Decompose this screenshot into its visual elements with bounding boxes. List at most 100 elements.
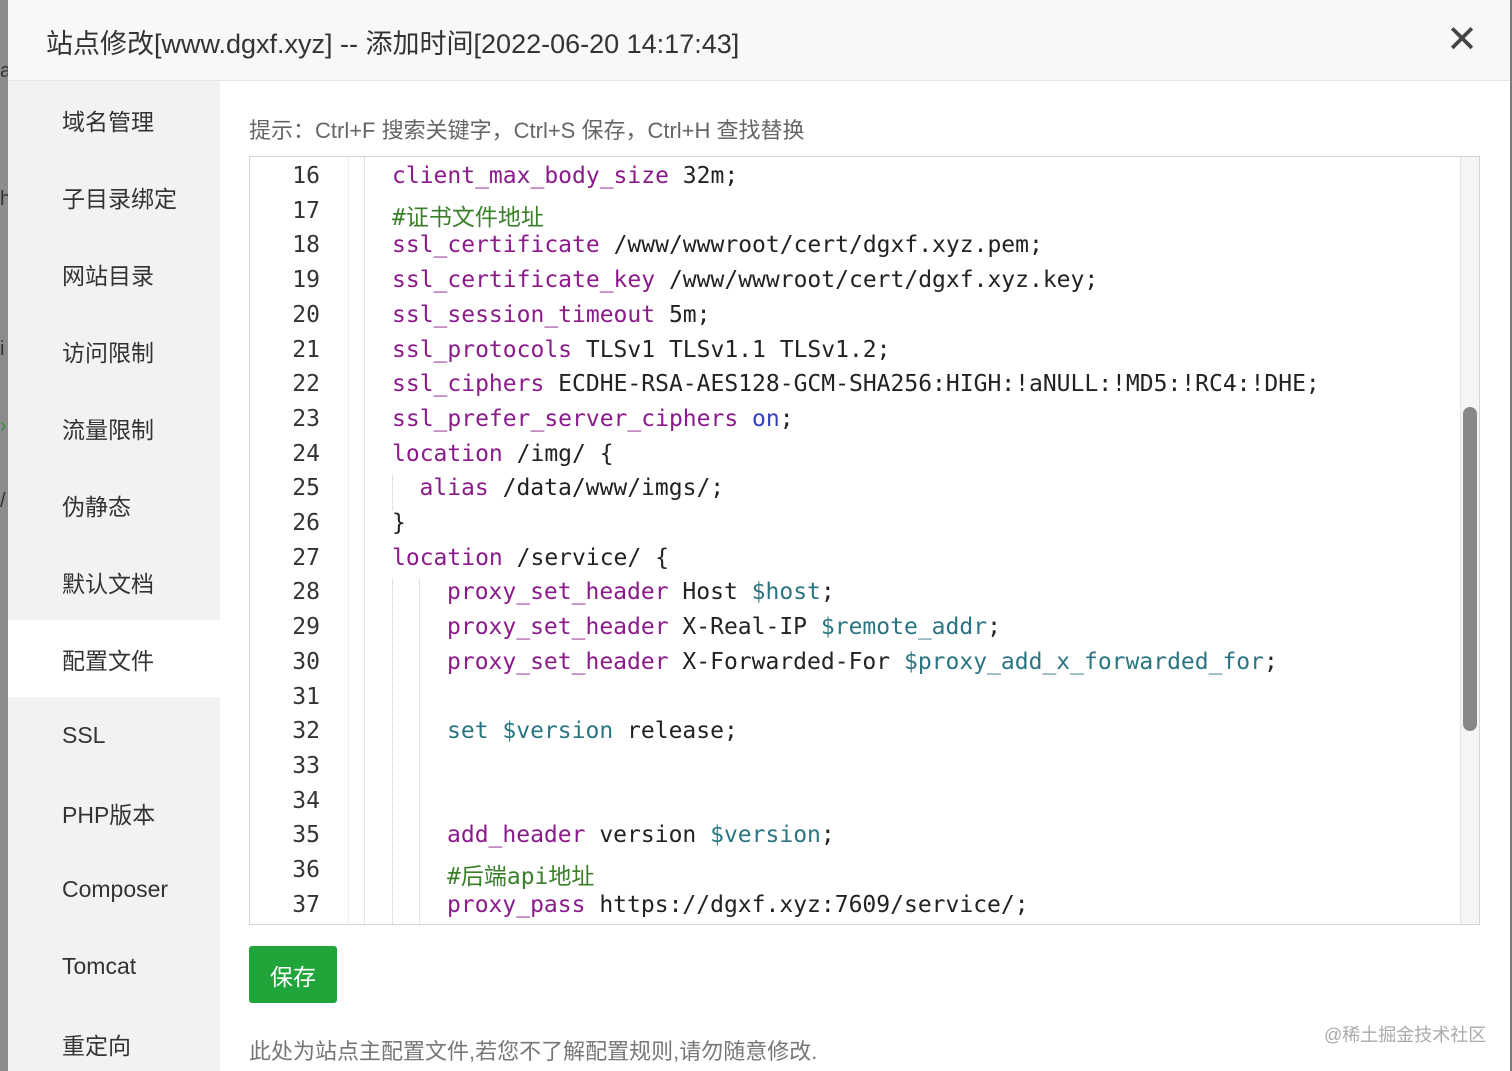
code-token: version	[585, 822, 711, 849]
site-edit-dialog: 站点修改[www.dgxf.xyz] -- 添加时间[2022-06-20 14…	[8, 0, 1510, 1071]
line-number: 20	[292, 301, 320, 328]
sidebar-item[interactable]: 重定向	[62, 1032, 131, 1059]
code-token: #证书文件地址	[392, 204, 544, 231]
editor-hint: 提示：Ctrl+F 搜索关键字，Ctrl+S 保存，Ctrl+H 查找替换	[249, 118, 805, 143]
code-line: ssl_session_timeout 5m;	[392, 302, 711, 328]
code-token: /img/ {	[502, 440, 614, 467]
code-token: $remote_addr	[820, 614, 988, 641]
code-token: ;	[779, 405, 794, 432]
code-line: proxy_pass https://dgxf.xyz:7609/service…	[447, 892, 1029, 918]
code-line: ssl_prefer_server_ciphers on;	[392, 406, 794, 432]
background-page-edge: a h i › /	[0, 0, 12, 1071]
code-token: /www/wwwroot/cert/dgxf.xyz.pem;	[599, 232, 1043, 259]
background-text-fragment: /	[0, 490, 6, 512]
code-line: alias /data/www/imgs/;	[420, 475, 725, 501]
editor-scrollbar-thumb[interactable]	[1463, 407, 1477, 731]
code-line: ssl_ciphers ECDHE-RSA-AES128-GCM-SHA256:…	[392, 371, 1320, 397]
code-line: proxy_set_header X-Forwarded-For $proxy_…	[447, 649, 1278, 675]
line-number: 26	[292, 510, 320, 536]
sidebar-item[interactable]: PHP版本	[62, 801, 156, 828]
line-number: 27	[292, 544, 320, 571]
code-token: set	[447, 718, 489, 745]
code-line: }	[392, 510, 406, 536]
code-line: client_max_body_size 32m;	[392, 163, 738, 189]
code-line: proxy_set_header X-Real-IP $remote_addr;	[447, 614, 1001, 640]
code-token: #后端api地址	[447, 864, 595, 890]
code-token: https://dgxf.xyz:7609/service/;	[585, 891, 1029, 918]
code-token: proxy_set_header	[447, 648, 669, 675]
code-token: Host	[668, 579, 752, 606]
sidebar-item[interactable]: SSL	[62, 722, 106, 748]
code-line: #后端api地址	[447, 857, 594, 891]
settings-sidebar: 域名管理子目录绑定网站目录访问限制流量限制伪静态默认文档配置文件 SSL PHP版本…	[8, 81, 220, 1071]
code-token: ssl_protocols	[392, 336, 573, 363]
line-number: 36	[292, 857, 320, 883]
code-line: proxy_set_header Host $host;	[447, 579, 835, 605]
code-token: ssl_certificate	[392, 232, 600, 259]
indent-guide	[392, 475, 393, 510]
dialog-title: 站点修改[www.dgxf.xyz] -- 添加时间[2022-06-20 14…	[46, 29, 740, 59]
code-token: $version	[710, 822, 821, 849]
background-text-fragment: i	[0, 338, 5, 360]
close-icon[interactable]: ✕	[1446, 19, 1478, 61]
line-number: 32	[292, 718, 320, 745]
dialog-titlebar: 站点修改[www.dgxf.xyz] -- 添加时间[2022-06-20 14…	[8, 0, 1510, 81]
line-number: 35	[292, 822, 320, 849]
code-line: ssl_certificate_key /www/wwwroot/cert/dg…	[392, 267, 1098, 293]
code-token: $proxy_add_x_forwarded_for	[903, 648, 1264, 675]
sidebar-item[interactable]: 网站目录	[62, 262, 154, 289]
background-text-fragment: a	[0, 60, 12, 82]
config-warning-note: 此处为站点主配置文件,若您不了解配置规则,请勿随意修改.	[249, 1039, 818, 1064]
sidebar-item[interactable]: Tomcat	[62, 953, 137, 979]
indent-guide	[392, 579, 393, 924]
line-number: 25	[292, 475, 320, 502]
code-line: location /img/ {	[392, 441, 614, 467]
code-token: ssl_ciphers	[392, 371, 545, 398]
background-text-fragment: ›	[0, 415, 7, 437]
code-line: location /service/ {	[392, 545, 669, 571]
line-number: 29	[292, 614, 320, 641]
sidebar-item[interactable]: 访问限制	[62, 339, 154, 366]
code-token: proxy_set_header	[447, 579, 669, 606]
sidebar-item[interactable]: 子目录绑定	[62, 185, 177, 212]
code-line: ssl_certificate /www/wwwroot/cert/dgxf.x…	[392, 232, 1043, 258]
code-token: ssl_prefer_server_ciphers	[392, 405, 739, 432]
code-token: client_max_body_size	[392, 163, 669, 189]
sidebar-item[interactable]: Composer	[62, 876, 169, 902]
line-number: 19	[292, 267, 320, 294]
line-number: 17	[292, 197, 320, 224]
code-token: ;	[1264, 648, 1278, 675]
line-number: 33	[292, 752, 320, 779]
code-line: set $version release;	[447, 718, 738, 744]
sidebar-item[interactable]: 伪静态	[62, 493, 131, 520]
background-text-fragment: h	[0, 188, 12, 210]
sidebar-item[interactable]: 流量限制	[62, 416, 154, 443]
code-line: ssl_protocols TLSv1 TLSv1.1 TLSv1.2;	[392, 337, 891, 363]
line-number: 22	[292, 371, 320, 398]
line-number: 31	[292, 683, 320, 710]
code-token: ssl_certificate_key	[392, 267, 656, 294]
code-token: 5m;	[655, 301, 711, 328]
indent-guide	[419, 579, 420, 924]
code-token: alias	[419, 475, 489, 502]
line-number: 24	[292, 440, 320, 467]
line-number: 21	[292, 336, 320, 363]
code-line: add_header version $version;	[447, 822, 835, 848]
sidebar-item[interactable]: 默认文档	[62, 570, 154, 597]
code-token: add_header	[447, 822, 586, 849]
code-token: proxy_pass	[447, 891, 586, 918]
code-token: location	[392, 440, 503, 467]
code-line: #证书文件地址	[392, 198, 544, 232]
code-token: release;	[613, 718, 738, 745]
sidebar-item[interactable]: 域名管理	[62, 108, 154, 135]
code-token: ;	[820, 579, 835, 606]
code-token: on	[752, 405, 780, 432]
sidebar-item[interactable]: 配置文件	[8, 620, 220, 697]
code-token: X-Forwarded-For	[668, 648, 904, 675]
line-number: 30	[292, 648, 320, 675]
line-number: 23	[292, 405, 320, 432]
code-token: ;	[987, 614, 1001, 641]
code-token: /www/wwwroot/cert/dgxf.xyz.key;	[655, 267, 1099, 294]
save-button[interactable]: 保存	[249, 946, 337, 1003]
